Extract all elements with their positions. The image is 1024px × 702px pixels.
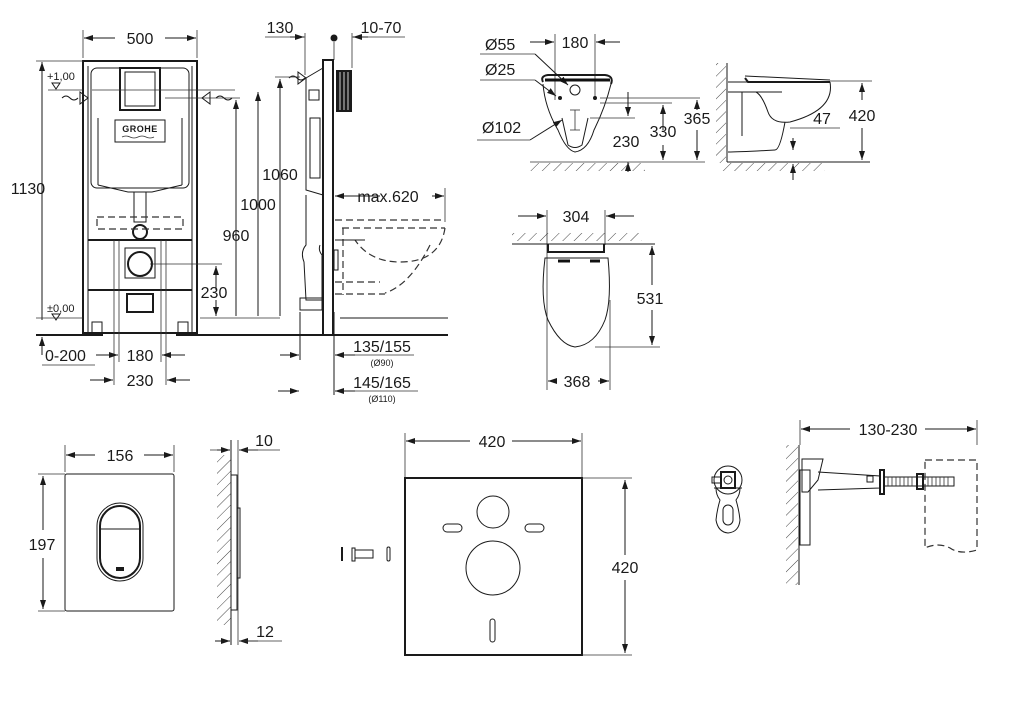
dim-bowl-h365: 365 (684, 111, 711, 128)
level-floor: ±0,00 (47, 303, 74, 315)
dim-1060: 1060 (262, 167, 298, 184)
dim-plate-t12: 12 (256, 624, 274, 641)
dim-floor-range: 0-200 (45, 348, 86, 365)
dim-pipe-110-note: (Ø110) (368, 394, 395, 404)
dim-d102: Ø102 (482, 120, 521, 137)
flush-plate-side: 10 12 (210, 433, 282, 645)
dim-frame-width: 500 (127, 31, 154, 48)
dim-max-620: max.620 (357, 189, 418, 206)
sound-mat: 420 420 (341, 433, 639, 656)
flush-plate-front: 156 197 (29, 445, 175, 612)
dim-spacing-230: 230 (127, 373, 154, 390)
dim-plate-t10: 10 (255, 433, 273, 450)
dim-d55: Ø55 (485, 37, 515, 54)
dim-bowl-spacing: 180 (562, 35, 589, 52)
dim-plate-height: 197 (29, 537, 56, 554)
dim-frame-height: 1130 (11, 181, 46, 198)
bowl-front-view: 180 Ø55 Ø25 Ø102 230 330 365 (477, 34, 710, 172)
dim-d25: Ø25 (485, 62, 515, 79)
dim-mat-height: 420 (612, 560, 639, 577)
dim-pipe-90: 135/155 (353, 339, 411, 356)
dim-top-531: 531 (637, 291, 664, 308)
dim-wall-10-70: 10-70 (361, 20, 402, 37)
dim-top-304: 304 (563, 209, 590, 226)
dim-side-47: 47 (813, 111, 831, 128)
frame-front-view: 500 GROHE (11, 30, 280, 390)
dim-drain-height: 230 (201, 285, 228, 302)
dim-bracket-range: 130-230 (859, 422, 918, 439)
dim-bowl-h230: 230 (613, 134, 640, 151)
wall-bracket-front (711, 465, 743, 534)
level-top: +1,00 (47, 71, 75, 83)
frame-side-view: 130 10-70 1060 max.620 (260, 20, 448, 404)
grohe-logo: GROHE (122, 124, 158, 134)
bowl-top-view: 304 531 368 (512, 209, 663, 391)
dim-1000: 1000 (240, 197, 276, 214)
dim-side-420: 420 (849, 108, 876, 125)
wall-bracket-side: 130-230 (786, 420, 978, 585)
dim-depth-130: 130 (267, 20, 294, 37)
dim-mat-width: 420 (479, 434, 506, 451)
dim-spacing-180: 180 (127, 348, 154, 365)
dim-bowl-h330: 330 (650, 124, 677, 141)
dim-pipe-90-note: (Ø90) (370, 358, 393, 368)
dim-top-368: 368 (564, 374, 591, 391)
bowl-side-view: 47 420 (716, 63, 875, 180)
dim-plate-width: 156 (107, 448, 134, 465)
dim-pipe-110: 145/165 (353, 375, 411, 392)
dim-960: 960 (223, 228, 250, 245)
